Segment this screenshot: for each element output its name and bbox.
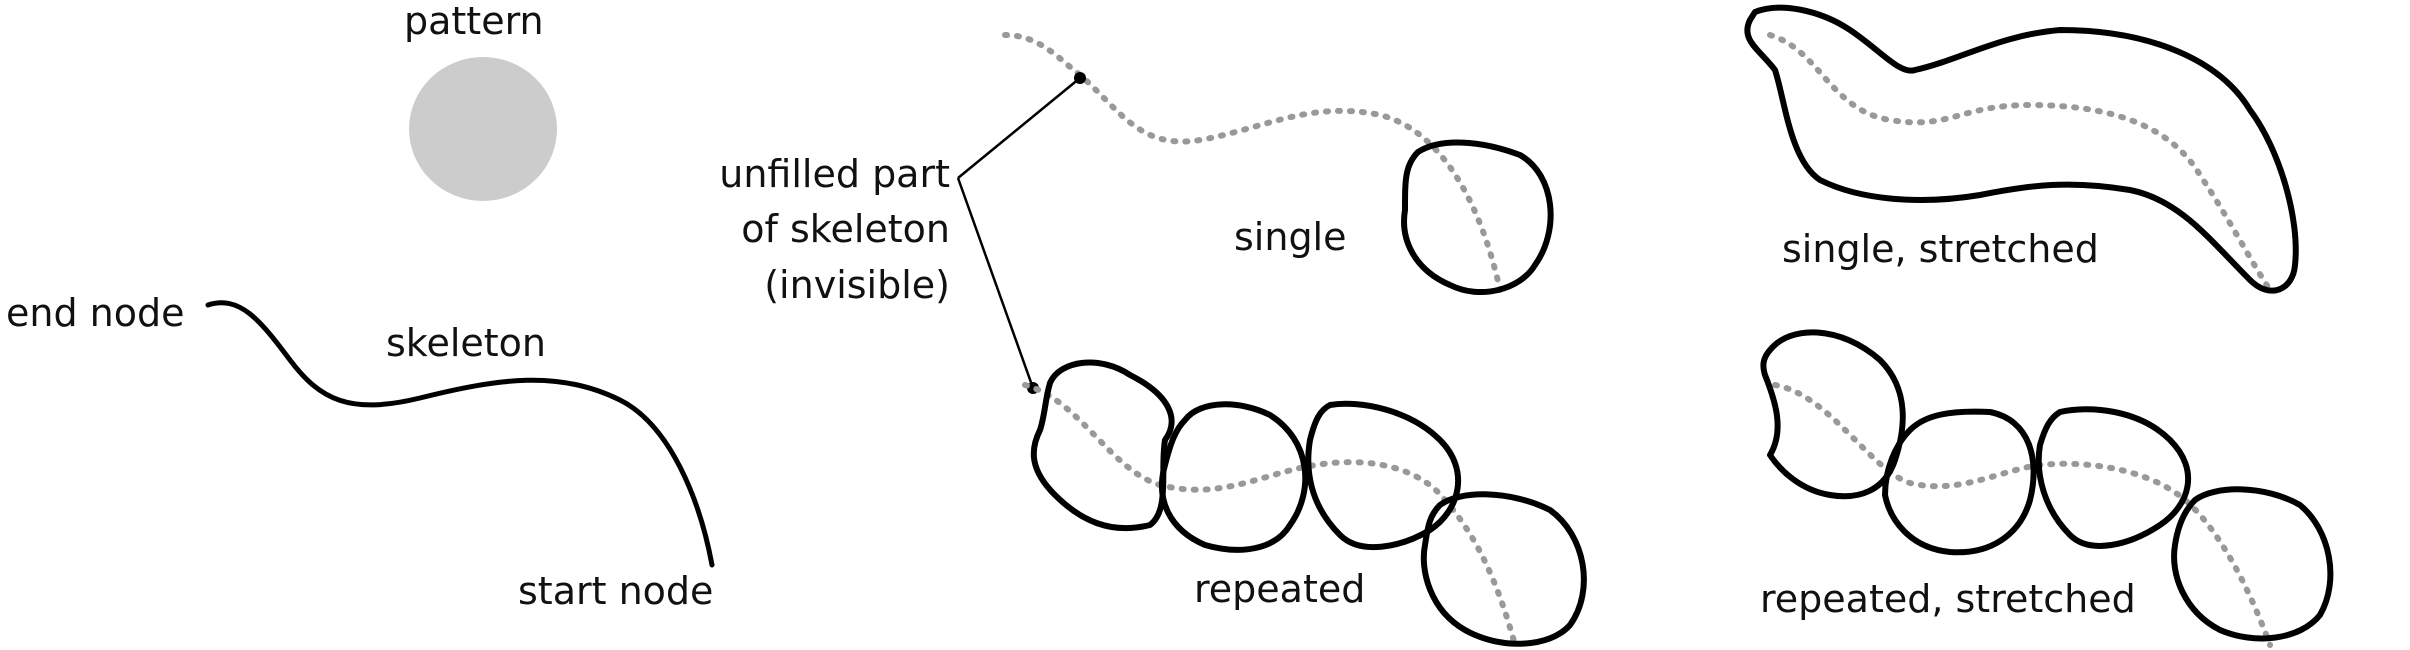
unfilled-label-line1: unfilled part — [719, 152, 950, 196]
repeated-pattern-1 — [1030, 359, 1175, 532]
repeated-label: repeated — [1194, 567, 1366, 611]
skeleton-label: skeleton — [386, 321, 546, 365]
callout-line-upper — [957, 77, 1081, 179]
start-node-label: start node — [518, 569, 714, 613]
repeated-stretched-pattern-4 — [2171, 486, 2334, 642]
unfilled-label-line3: (invisible) — [764, 263, 950, 307]
callout-dot-upper — [1074, 72, 1086, 84]
single-stretched-label: single, stretched — [1782, 227, 2099, 271]
single-pattern-outline — [1401, 139, 1554, 295]
single-label: single — [1234, 215, 1347, 259]
end-node-label: end node — [6, 291, 185, 335]
repeated-pattern-3 — [1305, 400, 1461, 551]
single-stretched-skeleton-dotted — [1767, 32, 2273, 293]
repeated-stretched-pattern-3 — [2035, 406, 2191, 549]
unfilled-label-line2: of skeleton — [741, 207, 950, 251]
pattern-shape — [409, 57, 557, 201]
skeleton-path — [205, 300, 715, 568]
callout-line-lower — [956, 177, 1035, 389]
repeated-stretched-pattern-1 — [1760, 329, 1906, 500]
single-skeleton-dotted — [1002, 32, 1503, 293]
repeated-pattern-2 — [1158, 401, 1309, 553]
repeated-stretched-pattern-2 — [1882, 408, 2037, 556]
pattern-label: pattern — [404, 0, 544, 43]
repeated-pattern-4 — [1420, 491, 1587, 647]
repeated-stretched-label: repeated, stretched — [1760, 577, 2136, 621]
single-stretched-outline — [1744, 4, 2299, 294]
